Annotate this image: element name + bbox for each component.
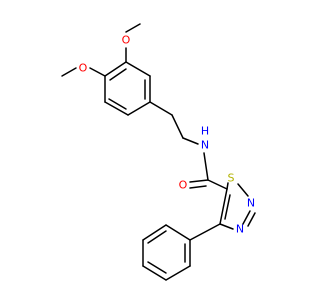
bond xyxy=(127,101,151,116)
bond xyxy=(242,210,251,225)
atom-label-o-methoxy-top: O xyxy=(122,34,131,47)
atom-label-o-carbonyl: O xyxy=(179,179,188,192)
bond xyxy=(89,67,106,77)
bond xyxy=(61,67,77,77)
molecule-structure: O O N H O S xyxy=(61,23,256,281)
dimethoxyphenyl-ring xyxy=(104,61,151,116)
amide-group: N H O xyxy=(179,125,228,192)
bond xyxy=(219,223,234,230)
bond xyxy=(147,230,167,244)
methoxy-group-left: O xyxy=(61,62,106,77)
bond xyxy=(125,23,141,33)
bond xyxy=(189,179,209,183)
bond xyxy=(165,265,191,281)
ethyl-linker xyxy=(149,101,199,145)
bond xyxy=(226,182,229,190)
thiadiazole-ring: S N N xyxy=(219,172,256,236)
bond xyxy=(203,152,209,181)
bond xyxy=(189,185,207,189)
bond xyxy=(104,101,129,116)
bond xyxy=(147,261,167,274)
bond xyxy=(247,212,256,227)
atom-label-h-amide: H xyxy=(201,125,209,138)
bond xyxy=(142,224,167,241)
bond xyxy=(108,98,127,110)
bond xyxy=(142,265,167,281)
bond xyxy=(189,223,221,241)
atom-label-o-methoxy-left: O xyxy=(79,62,88,75)
atom-label-n-thiadiazole-2: N xyxy=(236,223,244,236)
bond xyxy=(207,179,228,190)
bond xyxy=(182,137,199,145)
bond xyxy=(237,183,249,197)
bond xyxy=(104,61,127,77)
bond xyxy=(165,224,191,241)
bond xyxy=(125,61,151,77)
atom-label-n-amide: N xyxy=(201,139,209,152)
bond xyxy=(149,101,173,116)
bond xyxy=(109,68,127,81)
phenyl-ring xyxy=(142,223,221,281)
molecule-canvas: O O N H O S xyxy=(61,23,256,281)
bond xyxy=(171,114,184,139)
atom-label-n-thiadiazole-1: N xyxy=(247,197,255,210)
atom-label-s-thiadiazole: S xyxy=(228,172,235,185)
bond xyxy=(219,188,228,225)
methoxy-group-top: O xyxy=(122,23,141,63)
bond xyxy=(224,194,231,220)
